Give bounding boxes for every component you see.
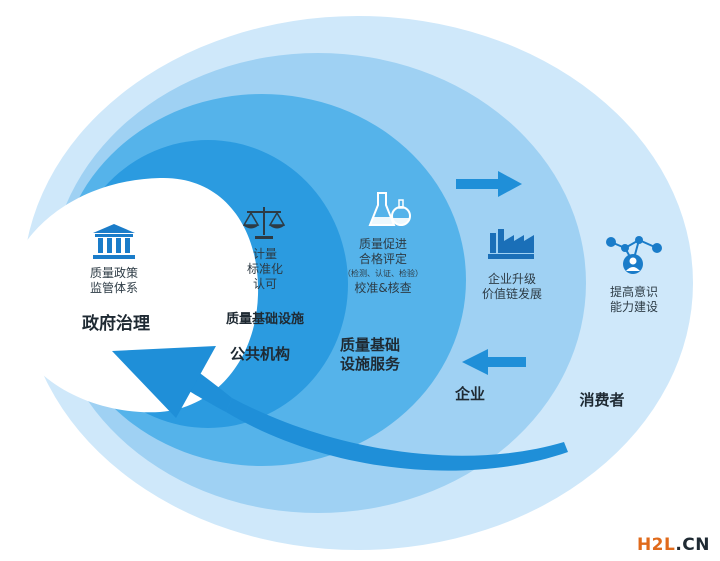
conformity-detail: （检测、认证、检验） <box>343 269 423 278</box>
enterprise-title: 企业 <box>454 385 485 403</box>
government-title: 政府治理 <box>82 314 150 334</box>
service-title-line: 设施服务 <box>339 354 400 373</box>
consumer-labels: 提高意识 能力建设 <box>596 285 672 315</box>
service-title-line: 质量基础 <box>339 336 400 354</box>
conformity-line: 合格评定 <box>358 252 407 266</box>
enterprise-line: 价值链发展 <box>481 287 542 301</box>
bank-icon <box>93 224 135 259</box>
metrology-line: 标准化 <box>246 262 283 276</box>
metrology-line: 计量 <box>252 247 277 261</box>
factory-icon <box>488 229 534 259</box>
arrow-right <box>456 171 522 197</box>
enterprise-labels: 企业升级 价值链发展 <box>470 272 554 302</box>
consumer-title: 消费者 <box>579 391 625 409</box>
government-sub-line: 质量政策 <box>89 266 138 280</box>
consumer-line: 提高意识 <box>609 285 658 299</box>
conformity-line: 质量促进 <box>358 237 407 251</box>
feedback-arrow-body <box>226 398 568 471</box>
metrology-line: 认可 <box>252 277 277 291</box>
enterprise-line: 企业升级 <box>487 272 536 286</box>
arrow-left <box>462 349 526 375</box>
flask-icon <box>368 192 411 226</box>
network-people-icon <box>606 236 662 274</box>
metrology-labels: 计量 标准化 认可 <box>232 247 298 292</box>
service-title: 质量基础 设施服务 <box>320 336 420 374</box>
conformity-labels: 质量促进 合格评定 （检测、认证、检验） 校准&核查 <box>338 237 428 296</box>
public-institution-title: 公共机构 <box>229 345 290 363</box>
government-sub-line: 监管体系 <box>89 281 138 295</box>
public-institution-caption: 质量基础设施 <box>225 312 304 327</box>
conformity-tail: 校准&核查 <box>354 281 412 295</box>
feedback-arrow-head <box>112 346 216 418</box>
watermark: H2L.CN <box>637 535 710 555</box>
watermark-brand: H2L <box>636 535 676 555</box>
watermark-suffix: .CN <box>675 535 710 555</box>
consumer-line: 能力建设 <box>609 300 658 314</box>
government-sub: 质量政策 监管体系 <box>78 266 150 296</box>
scale-icon <box>243 207 285 239</box>
